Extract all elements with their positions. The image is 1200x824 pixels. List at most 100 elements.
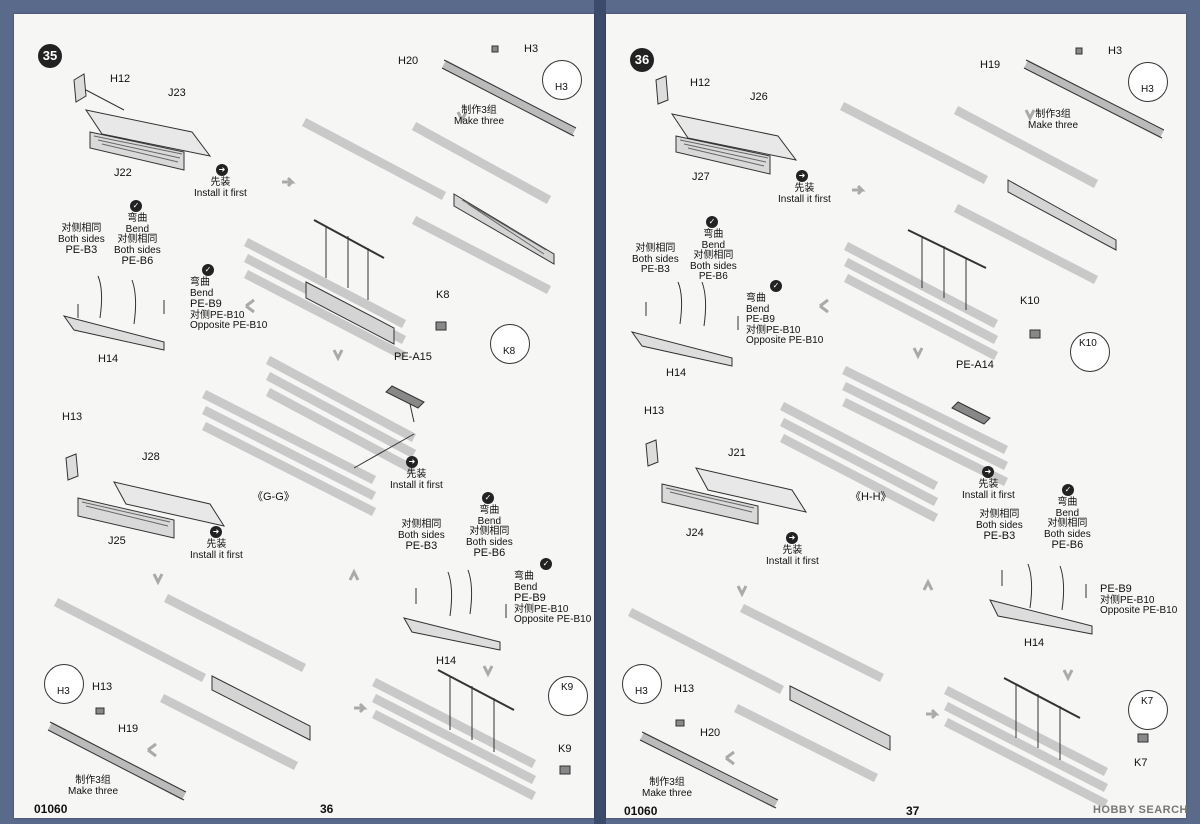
detail-bubble-h3: H3 bbox=[44, 664, 84, 704]
part-label-h13: H13 bbox=[674, 683, 695, 695]
install-first-en: Install it first bbox=[778, 193, 831, 205]
detail-bubble-h3: H3 bbox=[1128, 62, 1168, 102]
section-label: 《H-H》 bbox=[850, 491, 892, 503]
bend-cn: 弯曲 bbox=[127, 213, 148, 224]
install-first-note: 先装 Install it first bbox=[962, 479, 1015, 501]
both-sides-cn: 对侧相同 bbox=[979, 509, 1020, 520]
part-label-h13: H13 bbox=[92, 681, 113, 693]
bend-cn: 弯曲 bbox=[703, 229, 724, 240]
detail-bubble-h3: H3 bbox=[542, 60, 582, 100]
part-label-k8: K8 bbox=[436, 289, 450, 301]
detail-bubble-k10: K10 bbox=[1070, 332, 1110, 372]
book-code: 01060 bbox=[34, 802, 68, 816]
part-label-j23: J23 bbox=[168, 87, 186, 99]
install-first-note: 先装 Install it first bbox=[194, 177, 247, 199]
install-first-note: 先装 Install it first bbox=[778, 183, 831, 205]
pe-b9-callout: 弯曲 Bend PE-B9 对侧PE-B10 Opposite PE-B10 bbox=[190, 277, 268, 332]
both-sides-cn: 对侧相同 bbox=[469, 526, 510, 537]
make-three-cn: 制作3组 bbox=[649, 777, 685, 788]
pe-b9-callout: 弯曲 Bend PE-B9 对侧PE-B10 Opposite PE-B10 bbox=[746, 293, 824, 347]
install-first-cn: 先装 bbox=[794, 183, 815, 194]
part-label-h14: H14 bbox=[98, 353, 119, 365]
pe-b3-callout: 对侧相同 Both sides PE-B3 bbox=[398, 519, 445, 553]
detail-bubble-label: H3 bbox=[57, 686, 70, 697]
arrow-right-circle-icon: ➜ bbox=[796, 170, 808, 182]
arrow-right-circle-icon: ➜ bbox=[982, 466, 994, 478]
bend-cn: 弯曲 bbox=[1057, 497, 1078, 508]
install-first-note: 先装 Install it first bbox=[766, 545, 819, 567]
part-label-h20: H20 bbox=[700, 727, 721, 739]
part-label-h19: H19 bbox=[118, 723, 139, 735]
install-first-cn: 先装 bbox=[206, 539, 227, 550]
opposite-en: Opposite PE-B10 bbox=[514, 614, 592, 626]
part-label-h14: H14 bbox=[666, 367, 687, 379]
bend-cn: 弯曲 bbox=[479, 505, 500, 516]
check-icon: ✓ bbox=[482, 492, 494, 504]
part-label-pe-b3: PE-B3 bbox=[405, 540, 438, 552]
install-first-note: 先装 Install it first bbox=[390, 469, 443, 491]
opposite-en: Opposite PE-B10 bbox=[190, 320, 268, 332]
watermark: HOBBY SEARCH bbox=[1092, 804, 1188, 816]
step-number-badge: 36 bbox=[630, 48, 654, 72]
part-label-pe-b9: PE-B9 bbox=[1100, 583, 1132, 595]
install-first-en: Install it first bbox=[390, 479, 443, 491]
page-right: 36 H12 J26 J27 ➜ 先装 Install it first H19… bbox=[606, 14, 1186, 818]
both-sides-en: Both sides bbox=[632, 253, 679, 265]
both-sides-en: Both sides bbox=[114, 244, 161, 256]
install-first-en: Install it first bbox=[194, 187, 247, 199]
part-label-j21: J21 bbox=[728, 447, 746, 459]
both-sides-cn: 对侧相同 bbox=[61, 223, 102, 234]
step-number-badge: 35 bbox=[38, 44, 62, 68]
pe-b6-callout: 弯曲 Bend 对侧相同 Both sides PE-B6 bbox=[690, 229, 737, 283]
part-label-j27: J27 bbox=[692, 171, 710, 183]
both-sides-cn: 对侧相同 bbox=[117, 234, 158, 245]
both-sides-cn: 对侧相同 bbox=[635, 243, 676, 254]
part-label-pe-b9: PE-B9 bbox=[514, 592, 546, 604]
detail-bubble-label: K9 bbox=[561, 682, 574, 693]
assembly-drawing-right bbox=[627, 47, 1165, 809]
make-three-note-top: 制作3组 Make three bbox=[454, 105, 504, 127]
part-label-pe-a14: PE-A14 bbox=[956, 359, 994, 371]
bend-cn: 弯曲 bbox=[746, 293, 766, 304]
pe-b6-callout: 弯曲 Bend 对侧相同 Both sides PE-B6 bbox=[114, 213, 161, 268]
part-label-h3: H3 bbox=[1108, 45, 1123, 57]
page-number: 36 bbox=[320, 802, 334, 816]
detail-bubble-k7: K7 bbox=[1128, 690, 1168, 730]
detail-bubble-label: H3 bbox=[1141, 84, 1154, 95]
arrow-right-circle-icon: ➜ bbox=[786, 532, 798, 544]
make-three-cn: 制作3组 bbox=[461, 105, 497, 116]
detail-bubble-label: K8 bbox=[503, 346, 516, 357]
part-label-k10: K10 bbox=[1020, 295, 1040, 307]
install-first-cn: 先装 bbox=[782, 545, 803, 556]
install-first-note: 先装 Install it first bbox=[190, 539, 243, 561]
both-sides-en: Both sides bbox=[976, 519, 1023, 531]
pe-b3-callout: 对侧相同 Both sides PE-B3 bbox=[976, 509, 1023, 543]
arrow-right-circle-icon: ➜ bbox=[216, 164, 228, 176]
opposite-cn: 对侧PE-B10 bbox=[746, 324, 801, 336]
part-label-h12: H12 bbox=[690, 77, 711, 89]
bend-en: Bend bbox=[514, 581, 538, 593]
install-first-en: Install it first bbox=[190, 549, 243, 561]
assembly-drawing-left bbox=[47, 45, 577, 801]
opposite-en: Opposite PE-B10 bbox=[746, 335, 824, 346]
part-label-h3: H3 bbox=[524, 43, 539, 55]
detail-bubble-label: K7 bbox=[1141, 696, 1154, 707]
pe-b6-callout: 弯曲 Bend 对侧相同 Both sides PE-B6 bbox=[1044, 497, 1091, 552]
part-label-pe-b6: PE-B6 bbox=[473, 547, 506, 559]
install-first-en: Install it first bbox=[962, 489, 1015, 501]
check-icon: ✓ bbox=[706, 216, 718, 228]
part-label-h14: H14 bbox=[436, 655, 457, 667]
pe-b3-callout: 对侧相同 Both sides PE-B3 bbox=[58, 223, 105, 257]
make-three-en: Make three bbox=[68, 785, 119, 797]
book-code: 01060 bbox=[624, 804, 658, 818]
bend-en: Bend bbox=[477, 515, 502, 527]
bend-en: Bend bbox=[1055, 507, 1080, 519]
both-sides-cn: 对侧相同 bbox=[401, 519, 442, 530]
part-label-j26: J26 bbox=[750, 91, 768, 103]
detail-bubble-k9: K9 bbox=[548, 676, 588, 716]
both-sides-en: Both sides bbox=[1044, 528, 1091, 540]
part-label-pe-b6: PE-B6 bbox=[1051, 539, 1084, 551]
part-label-pe-a15: PE-A15 bbox=[394, 351, 432, 363]
opposite-en: Opposite PE-B10 bbox=[1100, 605, 1178, 617]
